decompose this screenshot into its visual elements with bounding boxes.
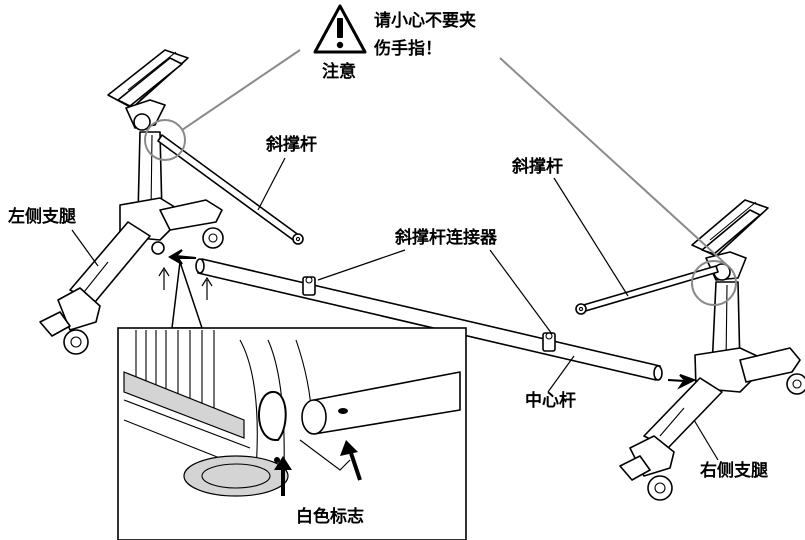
warning-message-line1: 请小心不要夹 (374, 10, 476, 31)
brace-connector-part (302, 276, 316, 296)
brace-connector-part (542, 332, 556, 352)
center-bar (168, 249, 697, 390)
insert-arrow-icon (168, 249, 197, 265)
brace-rod-right (575, 265, 719, 315)
label-brace-connector: 斜撑杆连接器 (394, 227, 498, 248)
label-center-bar: 中心杆 (525, 390, 576, 411)
brace-rod-left (157, 134, 304, 245)
warning-callout: 注意 请小心不要夹 伤手指！ (144, 4, 737, 306)
label-brace-right: 斜撑杆 (511, 156, 563, 177)
white-mark-arrow-icon (348, 449, 362, 481)
white-mark-loop (258, 391, 287, 441)
label-brace-left: 斜撑杆 (265, 134, 317, 155)
insert-arrow-icon (667, 374, 697, 390)
warning-caption: 注意 (322, 61, 356, 82)
label-left-leg: 左侧支腿 (8, 206, 76, 227)
inset-frame (117, 327, 467, 540)
detail-inset: 白色标志 (117, 261, 467, 540)
up-arrow-icon (158, 266, 170, 290)
label-right-leg: 右侧支腿 (700, 460, 768, 481)
warning-message-line2: 伤手指！ (373, 38, 442, 59)
up-arrow-icon (201, 276, 213, 300)
pinch-point-left (144, 119, 186, 161)
label-white-mark: 白色标志 (296, 506, 364, 527)
left-stand (39, 49, 224, 355)
right-stand (619, 199, 805, 501)
pinch-point-right (691, 260, 737, 306)
